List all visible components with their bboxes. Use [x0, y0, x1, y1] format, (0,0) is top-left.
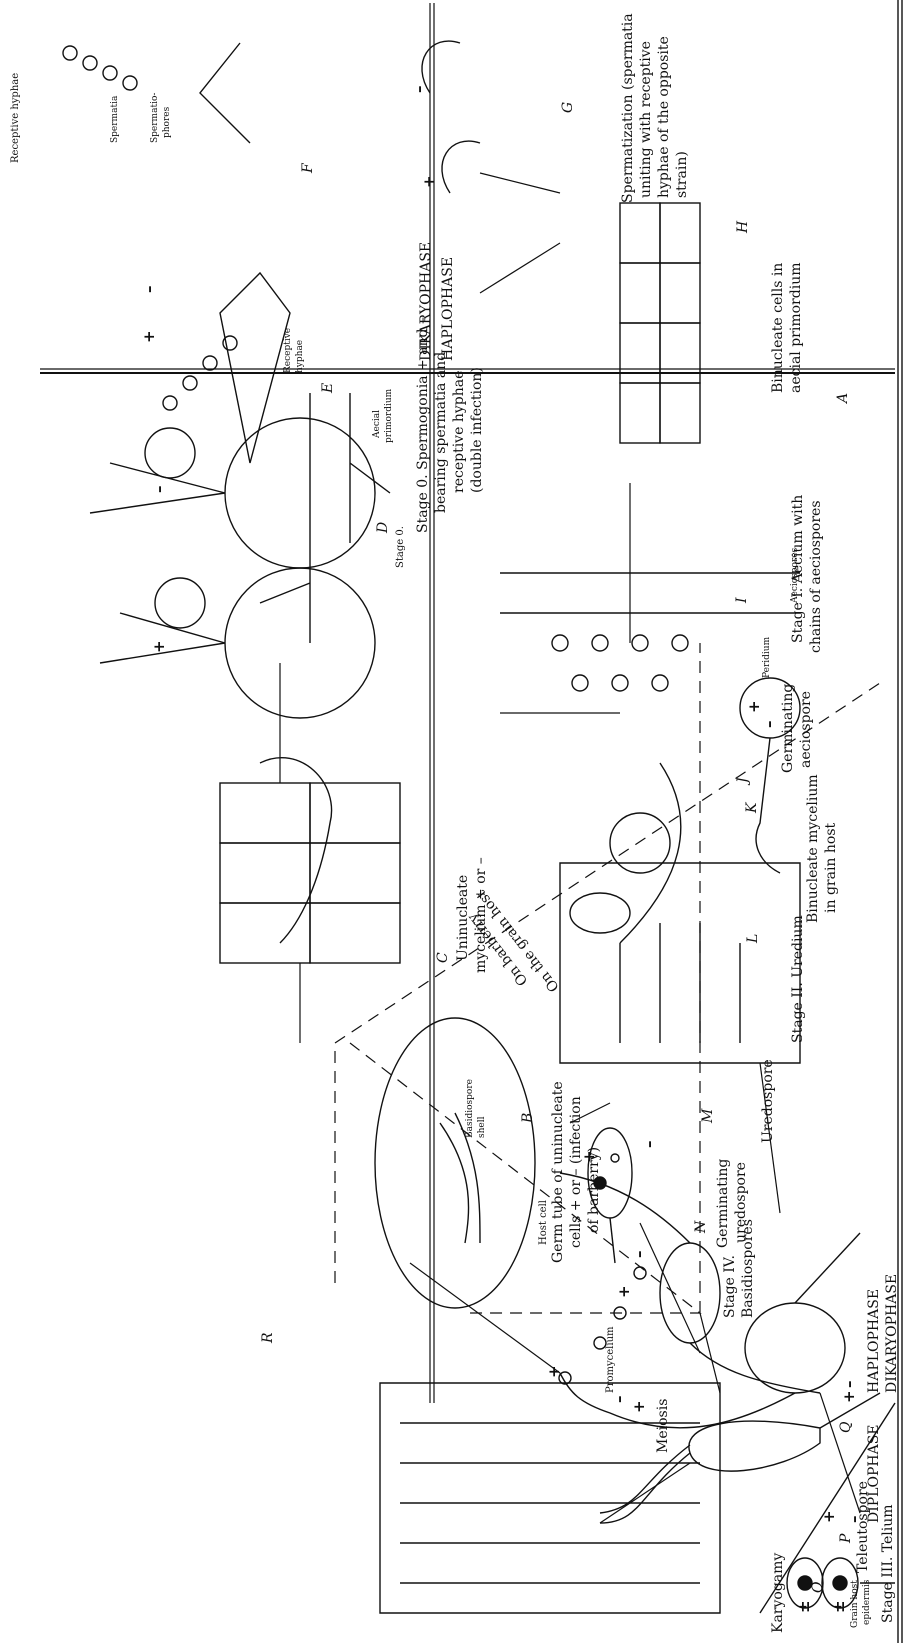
stage0-label-3: receptive hyphae: [451, 371, 467, 493]
minus-sign: –: [845, 1516, 863, 1524]
minus-sign: –: [640, 1141, 658, 1149]
stage1-label-1: Stage I. Aecium with: [790, 495, 806, 643]
plusminus-sign: ±: [795, 1600, 813, 1613]
uredospore-label: Uredospore: [760, 1059, 776, 1143]
plus-sign: +: [150, 640, 168, 653]
letter-r: R: [260, 1332, 276, 1343]
letter-f: F: [300, 163, 316, 173]
receptive-hyphae-top-label: Receptive hyphae: [10, 73, 21, 163]
germ-tube-label-1: Germ tube of uninucleate: [550, 1081, 566, 1263]
germinating-uredospore-label-2: uredospore: [733, 1162, 749, 1243]
germinating-uredospore-label-1: Germinating: [715, 1159, 731, 1248]
letter-l: L: [745, 934, 761, 943]
teleutospore-label: Teleutospore: [855, 1481, 871, 1573]
phase-haplophase-label: HAPLOPHASE: [440, 257, 456, 361]
spermatiophores-drawing: [63, 43, 290, 463]
peridium-label: Peridium: [762, 637, 772, 678]
spermatization-label-1: Spermatization (spermatia: [620, 13, 636, 203]
minus-sign: –: [630, 1251, 648, 1259]
stage4-label-1: Stage IV.: [722, 1255, 738, 1318]
letter-m: M: [700, 1109, 716, 1123]
spermogonia-drawing: [90, 418, 375, 718]
letter-k: K: [744, 803, 760, 813]
stage3-label: Stage III. Telium: [880, 1504, 896, 1623]
binucleate-grain-label-2: in grain host: [823, 823, 839, 913]
basidiospore-shell-label-1: Basidiospore: [465, 1079, 475, 1138]
spermatization-drawing: [422, 41, 480, 193]
minus-sign: –: [150, 486, 168, 494]
letter-n: N: [693, 1221, 709, 1233]
plusminus-sign: ±: [830, 1600, 848, 1613]
letter-c: C: [435, 952, 451, 963]
minus-sign: –: [840, 1381, 858, 1389]
aecial-primordium-cells-drawing: [620, 203, 700, 443]
host-cell-label: Host cell: [538, 1200, 549, 1245]
letter-o: O: [810, 1582, 826, 1593]
minus-sign: –: [410, 86, 428, 94]
stage1-label-2: chains of aeciospores: [808, 500, 824, 653]
plus-sign: +: [580, 1150, 598, 1163]
plus-sign: +: [140, 330, 158, 343]
stage0-small-label: Stage 0.: [395, 526, 406, 568]
receptive-hyphae-label-2: hyphae: [295, 340, 305, 373]
aecium-drawing: [500, 573, 800, 691]
binucleate-aecial-label-1: Binucleate cells in: [770, 263, 786, 393]
phase-haplophase-label-bottom: HAPLOPHASE: [866, 1289, 882, 1393]
letter-h: H: [735, 221, 751, 233]
spermatia-label: Spermatia: [110, 96, 120, 143]
letter-q: Q: [838, 1422, 854, 1433]
basidiospore-shell-label-2: shell: [477, 1117, 487, 1139]
plus-sign: +: [745, 700, 763, 713]
stage0-label-1: Stage 0. Spermogonia + and –: [415, 317, 431, 533]
stage2-label: Stage II. Uredium: [790, 915, 806, 1043]
letter-d: D: [375, 522, 391, 533]
meiosis-label: Meiosis: [655, 1399, 671, 1453]
minus-sign: –: [610, 1396, 628, 1404]
plus-sign: +: [420, 175, 438, 188]
uninucleate-label-1: Uninucleate: [455, 875, 471, 961]
germinating-aeciospore-label-2: aeciospore: [798, 691, 814, 768]
plus-sign: +: [820, 1510, 838, 1523]
plus-sign: +: [545, 1365, 563, 1378]
spermatization-label-3: hyphae of the opposite: [656, 36, 672, 198]
germ-tube-label-2: cells + or – (infection: [568, 1096, 584, 1248]
plus-sign: +: [630, 1400, 648, 1413]
binucleate-aecial-label-2: aecial primordium: [788, 263, 804, 393]
plus-sign: +: [840, 1390, 858, 1403]
grain-binucleate-mycelium-drawing: [570, 763, 681, 943]
minus-sign: –: [760, 721, 778, 729]
spermatization-label-2: uniting with receptive: [638, 41, 654, 198]
spermatization-label-4: strain): [674, 151, 690, 198]
grain-epidermis-label-2: epidermis: [862, 1580, 872, 1625]
letter-b: B: [520, 1113, 536, 1123]
binucleate-grain-label-1: Binucleate mycelium: [805, 774, 821, 923]
letter-a: A: [835, 393, 851, 403]
uninucleate-label-2: mycelium + or –: [473, 857, 489, 973]
letter-i: I: [734, 597, 750, 603]
phase-dikaryophase-label-bottom: DIKARYOPHASE: [884, 1274, 900, 1393]
receptive-hyphae-label-1: Receptive: [283, 328, 293, 373]
germinating-aeciospore-label-1: Germinating: [780, 684, 796, 773]
minus-sign: –: [140, 286, 158, 294]
letter-g: G: [560, 102, 576, 113]
promycelium-label: Promycelium: [605, 1327, 616, 1394]
spermatiophores-label-1: Spermatio-: [150, 93, 160, 143]
stage0-label-2: bearing spermatia and: [433, 352, 449, 513]
karyogamy-label: Karyogamy: [770, 1553, 786, 1633]
plus-sign: +: [615, 1285, 633, 1298]
aecial-primordium-label-2: primordium: [384, 389, 394, 443]
letter-p: P: [838, 1534, 854, 1543]
letter-j: J: [735, 777, 751, 783]
uninucleate-mycelium-drawing: [220, 758, 400, 963]
letter-e: E: [320, 383, 336, 393]
spermatiophores-label-2: phores: [162, 107, 172, 138]
grain-epidermis-label-1: Grain host: [850, 1580, 860, 1628]
aecial-primordium-label-1: Aecial: [372, 410, 382, 438]
stage0-label-4: (double infection): [469, 367, 485, 493]
host-cell-drawing: [375, 1018, 535, 1308]
